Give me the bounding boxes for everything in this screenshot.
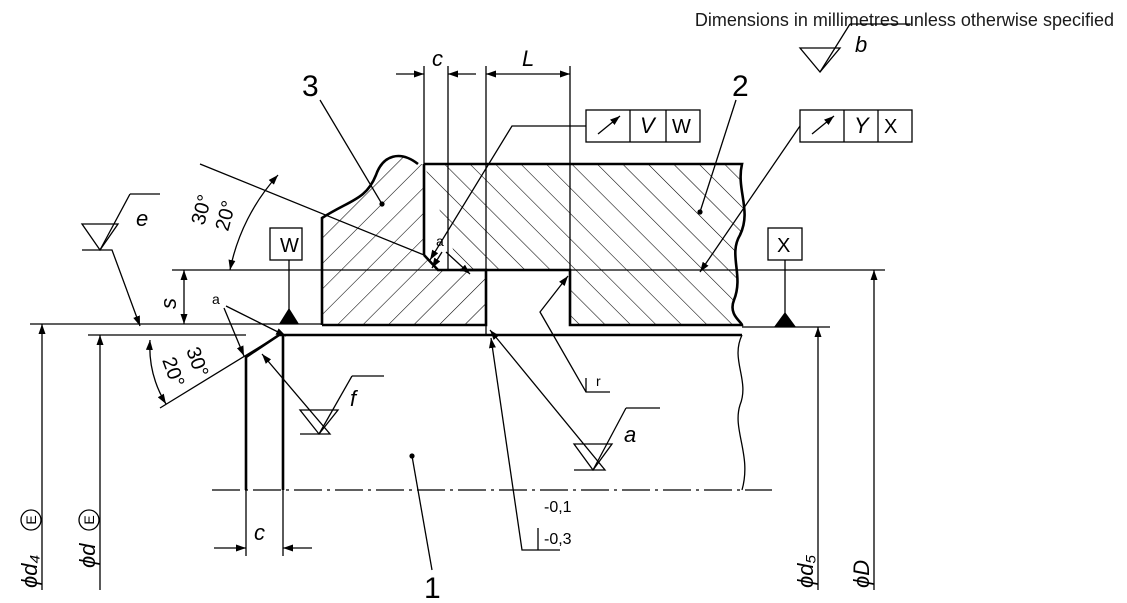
- svg-text:E: E: [23, 515, 39, 524]
- dim-c-bottom: c: [254, 520, 265, 545]
- frame-VW-ref2: W: [672, 116, 691, 138]
- shaft-break-line: [737, 334, 746, 491]
- surface-symbol-e: [80, 193, 160, 327]
- dot-part-1: [409, 453, 415, 459]
- surface-label-b: b: [855, 32, 867, 57]
- leader-note-lower: a: [212, 291, 220, 307]
- header-note: Dimensions in millimetres unless otherwi…: [695, 10, 1114, 30]
- envelope-symbol-d4: E: [20, 509, 42, 531]
- dot-part-2: [697, 209, 703, 215]
- frame-YX-ref2: X: [884, 116, 897, 138]
- tolerance-frame-VW: [429, 109, 701, 261]
- surface-label-a: a: [624, 422, 636, 447]
- envelope-symbol-d: E: [78, 509, 100, 531]
- leader-a-upper-1: [431, 251, 443, 269]
- angle-reference-line-bottom: [159, 334, 280, 409]
- surface-symbol-b: [798, 23, 910, 74]
- dim-d5: ϕd₅: [793, 555, 818, 588]
- radius-label: r: [596, 373, 601, 389]
- surface-label-e: e: [136, 206, 148, 231]
- shaft-outline: [244, 333, 742, 490]
- tolerance-frame-YX: [699, 109, 913, 273]
- datum-label-X: X: [777, 235, 790, 257]
- dim-d4: ϕd₄: [17, 555, 42, 588]
- leader-note-upper: a: [436, 233, 444, 249]
- leader-a-upper-2: [445, 251, 471, 275]
- ring-lower-hatch: [322, 270, 486, 325]
- part-label-1: 1: [424, 572, 441, 603]
- leader-part-3: [319, 99, 383, 205]
- leader-part-1: [411, 455, 433, 571]
- housing-outline: [424, 162, 746, 327]
- surface-symbol-f: [261, 353, 384, 436]
- part-label-3: 3: [302, 70, 319, 103]
- radius-leader: [539, 275, 610, 393]
- angle-bottom-inner: 20°: [157, 354, 188, 390]
- dim-s: s: [156, 298, 181, 309]
- svg-text:E: E: [81, 515, 97, 524]
- surface-label-f: f: [350, 386, 359, 411]
- surface-symbol-a: [489, 329, 660, 472]
- angle-arc-top: [228, 174, 279, 271]
- tolerance-upper: -0,1: [544, 499, 572, 516]
- tolerance-lower: -0,3: [544, 531, 572, 548]
- leader-a-lower-1: [223, 307, 245, 357]
- angle-arc-bottom: [145, 339, 167, 405]
- datum-W: [269, 227, 303, 324]
- ring-upper-hatch: [322, 156, 438, 270]
- datum-X: [767, 227, 803, 327]
- frame-VW-ref1: V: [640, 113, 657, 138]
- dot-part-3: [379, 201, 385, 207]
- leader-a-lower-2: [225, 305, 287, 337]
- dim-d: ϕd: [75, 543, 100, 568]
- frame-YX-ref1: Y: [854, 113, 870, 138]
- runout-arrow-icon: [811, 115, 835, 135]
- housing-hatch: [424, 164, 745, 325]
- runout-arrow-icon: [597, 115, 621, 135]
- angle-top-inner: 20°: [212, 198, 241, 233]
- dim-c-top: c: [432, 46, 443, 71]
- part-label-2: 2: [732, 70, 749, 103]
- tolerance-leader: [488, 337, 560, 551]
- datum-label-W: W: [280, 235, 299, 257]
- ring-outline: [320, 154, 419, 325]
- dim-D: ϕD: [849, 560, 874, 588]
- leader-part-2: [699, 99, 737, 213]
- dim-L: L: [522, 46, 534, 71]
